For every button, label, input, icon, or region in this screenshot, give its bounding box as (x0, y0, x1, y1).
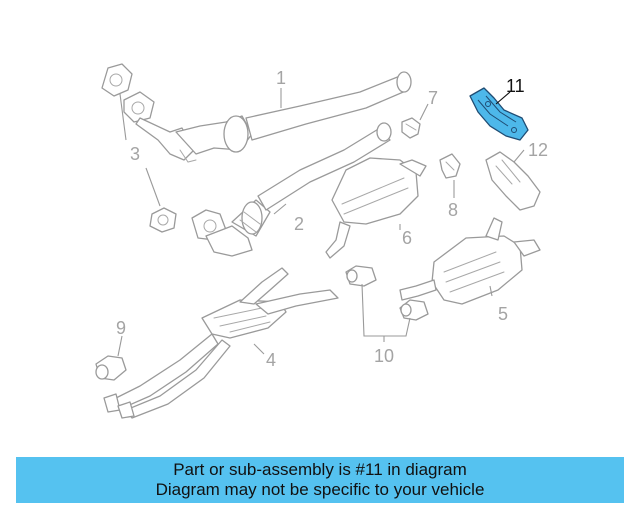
part-11-bracket-highlighted (469, 87, 529, 141)
callout-12: 12 (528, 140, 548, 160)
callout-3: 3 (130, 144, 140, 164)
part-5-rear-muffler (399, 217, 541, 305)
callout-7: 7 (428, 88, 438, 108)
part-4-center-muffler (103, 267, 339, 419)
part-10-clamps (345, 265, 429, 321)
callout-9: 9 (116, 318, 126, 338)
part-3-gasket (149, 207, 177, 233)
callout-10: 10 (374, 346, 394, 366)
part-12-heat-shield (485, 151, 541, 211)
banner-line-2: Diagram may not be specific to your vehi… (155, 480, 485, 499)
callout-6: 6 (402, 228, 412, 248)
part-8-hanger (439, 153, 461, 179)
part-info-banner: Part or sub-assembly is #11 in diagram D… (16, 457, 624, 503)
leader-lines (117, 88, 525, 357)
part-1-front-pipe (101, 63, 412, 163)
banner-line-1: Part or sub-assembly is #11 in diagram (173, 460, 467, 479)
callout-1: 1 (276, 68, 286, 88)
callout-8: 8 (448, 200, 458, 220)
callout-5: 5 (498, 304, 508, 324)
exhaust-parts-diagram: 1 2 3 4 5 6 7 8 9 10 11 12 (95, 63, 548, 419)
callout-4: 4 (266, 350, 276, 370)
part-6-front-muffler (325, 157, 427, 259)
callout-2: 2 (294, 214, 304, 234)
part-2-intermediate-pipe (191, 122, 392, 257)
part-9-rubber-hanger (95, 355, 127, 381)
part-7-clamp (401, 117, 421, 139)
callout-11: 11 (506, 76, 525, 96)
